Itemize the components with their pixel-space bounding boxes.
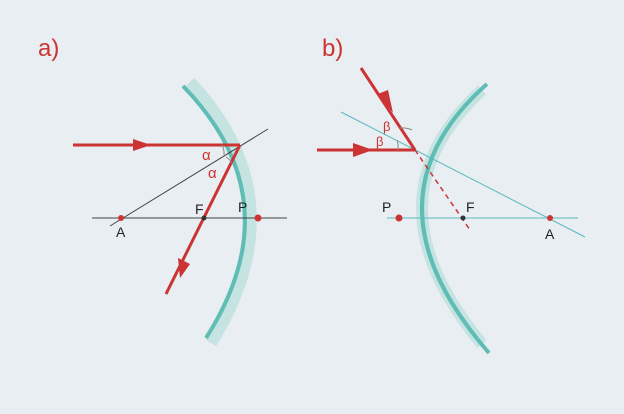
panel-a: a) α α A F P — [38, 35, 287, 347]
point-a-A — [118, 215, 124, 221]
panel-a-label: a) — [38, 35, 59, 62]
mirror-a-surface — [181, 84, 247, 340]
normal-line-b — [340, 111, 586, 238]
point-a-F — [201, 215, 207, 221]
dashed-extension-b — [414, 149, 471, 231]
label-a-P: P — [238, 199, 247, 215]
point-b-F — [460, 215, 466, 221]
incident-arrow-a — [133, 139, 151, 151]
angle-alpha-top: α — [202, 147, 211, 164]
reflected-arrow-a — [178, 258, 190, 278]
point-b-P — [395, 214, 403, 222]
mirror-b-surface — [420, 82, 491, 355]
angle-arc-b-bottom — [396, 139, 399, 151]
label-a-F: F — [195, 201, 204, 217]
angle-arc-a-bottom — [225, 156, 233, 164]
point-a-P — [254, 214, 262, 222]
normal-line-a — [109, 128, 269, 227]
label-a-A: A — [116, 224, 126, 240]
incident-arrow-b-oblique — [378, 90, 393, 113]
angle-alpha-bottom: α — [208, 165, 217, 182]
panel-b-label: b) — [322, 35, 343, 62]
point-b-A — [547, 215, 553, 221]
label-b-F: F — [466, 199, 475, 215]
incident-ray-b-oblique — [359, 67, 417, 151]
panel-b: b) β β P F A — [317, 35, 586, 355]
label-b-P: P — [382, 199, 391, 215]
angle-beta-bottom: β — [376, 134, 383, 149]
angle-arc-b-top — [399, 127, 413, 131]
mirror-a-shade — [185, 77, 257, 347]
incident-arrow-b-horizontal — [353, 143, 373, 157]
angle-beta-top: β — [383, 119, 390, 134]
label-b-A: A — [545, 226, 555, 242]
angle-arc-a-top — [221, 144, 225, 156]
